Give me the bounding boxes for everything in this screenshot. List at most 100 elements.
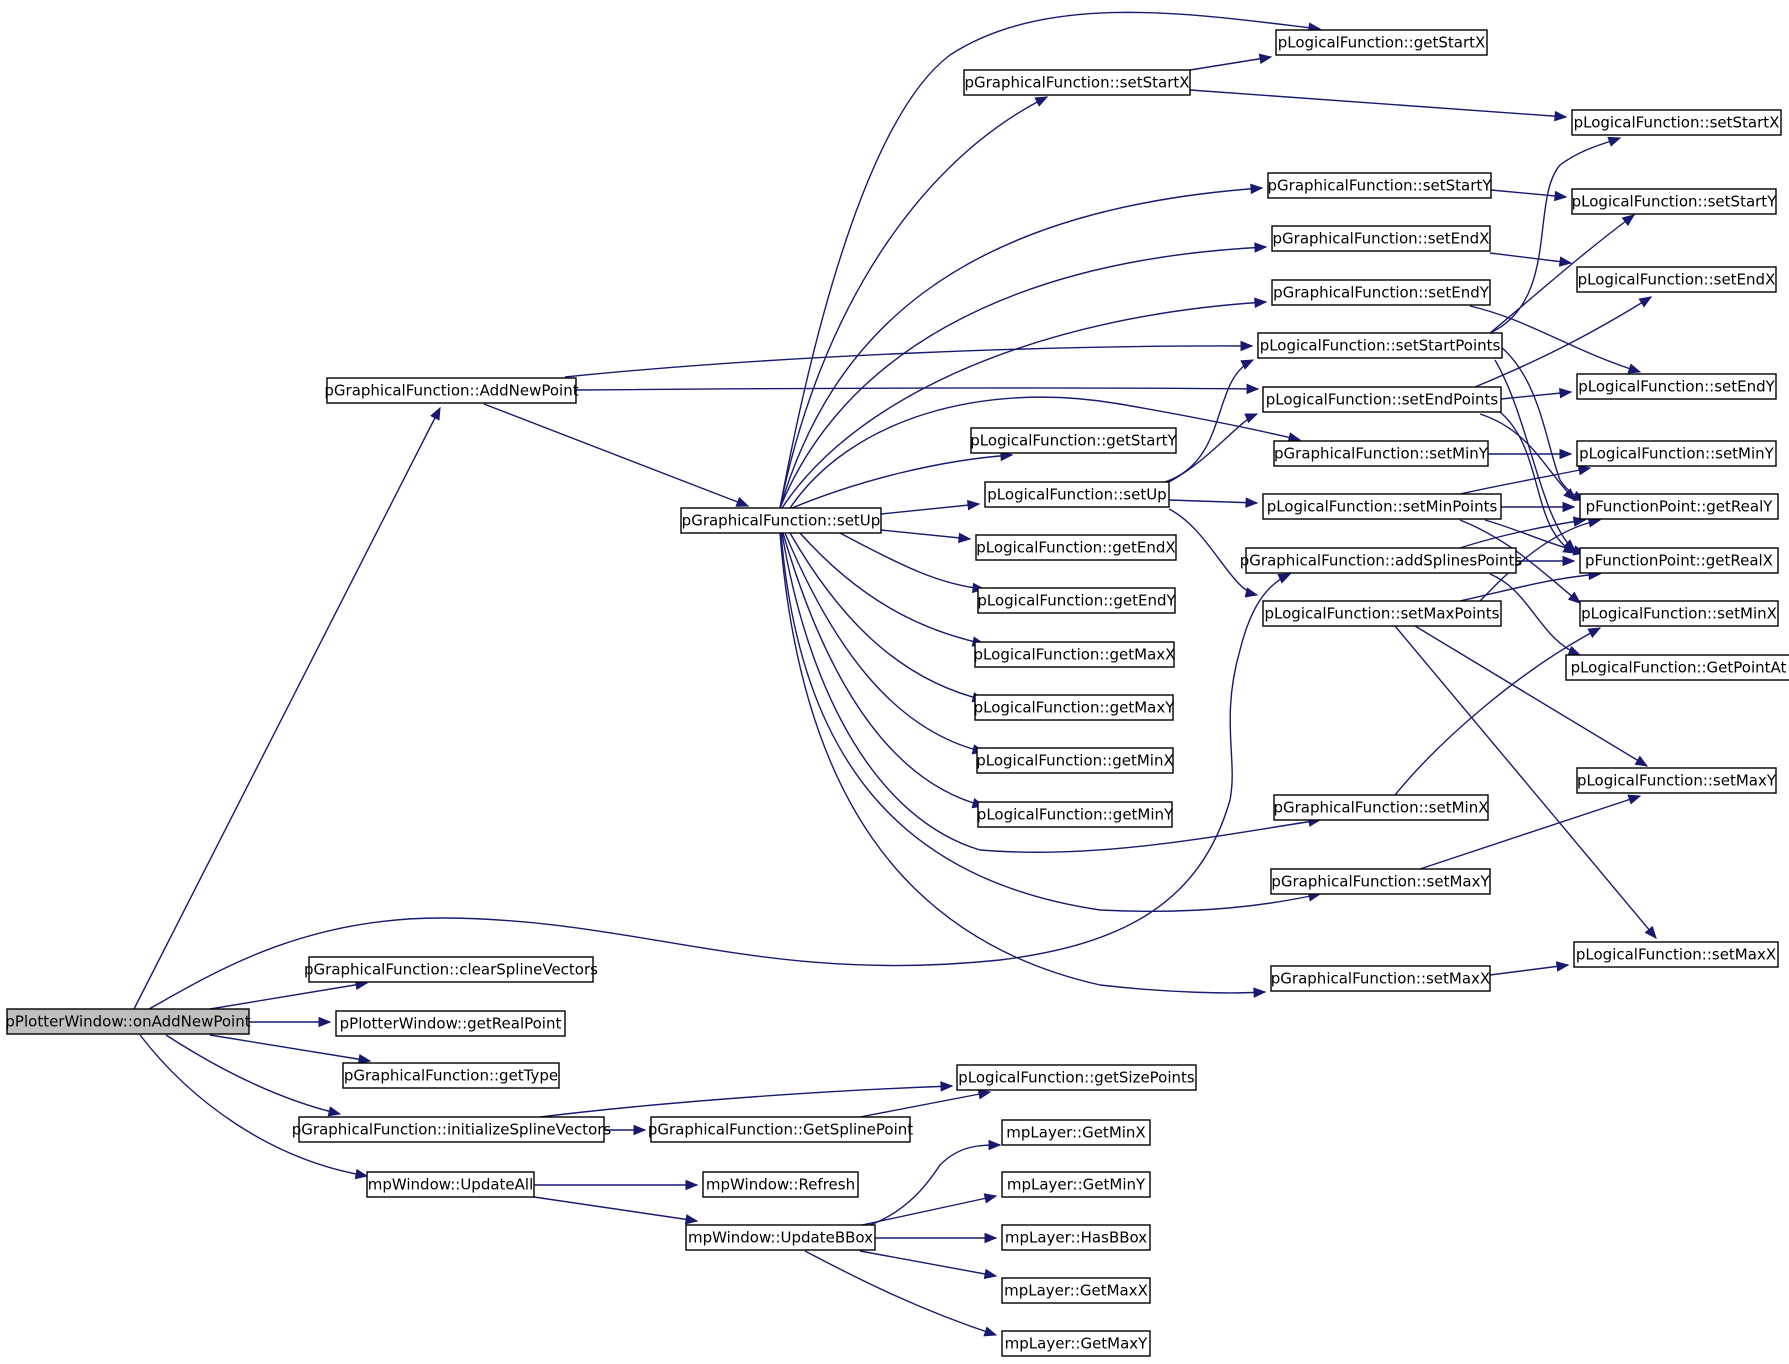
graph-node[interactable]: pLogicalFunction::setMaxPoints [1262,600,1502,627]
graph-node[interactable]: pLogicalFunction::setMaxX [1573,941,1779,968]
graph-node[interactable]: pGraphicalFunction::setUp [680,507,882,534]
graph-node[interactable]: pLogicalFunction::setStartX [1571,109,1782,136]
node-box [335,1010,566,1037]
graph-node[interactable]: pGraphicalFunction::setMinX [1273,794,1489,821]
edge-n2-to-n32 [782,532,986,809]
graph-edges [133,11,1657,1337]
graph-node[interactable]: pGraphicalFunction::setEndY [1271,279,1491,306]
graph-node[interactable]: pPlotterWindow::getRealPoint [335,1010,566,1037]
graph-node[interactable]: mpLayer::HasBBox [1001,1224,1151,1251]
graph-node[interactable]: pLogicalFunction::getMaxX [974,641,1176,668]
graph-node[interactable]: pLogicalFunction::setMaxY [1576,767,1777,794]
edge-n2-to-n17 [880,499,981,515]
edge-n23-to-n21 [1459,569,1602,602]
graph-node[interactable]: pPlotterWindow::onAddNewPoint [5,1008,251,1035]
node-label: pPlotterWindow::getRealPoint [340,1015,562,1033]
graph-nodes: pPlotterWindow::onAddNewPointpGraphicalF… [5,29,1789,1357]
node-label: mpLayer::GetMaxY [1005,1335,1149,1353]
node-label: pGraphicalFunction::setMinX [1273,799,1488,817]
edge-n12-to-n13 [1500,387,1573,400]
graph-node[interactable]: pGraphicalFunction::setStartX [963,69,1191,96]
node-box [977,801,1173,828]
graph-node[interactable]: mpLayer::GetMaxY [1001,1330,1151,1357]
graph-node[interactable]: pGraphicalFunction::getType [342,1062,560,1089]
node-label: pLogicalFunction::setMaxY [1577,772,1777,790]
node-box [1571,188,1777,215]
graph-node[interactable]: pLogicalFunction::setMinPoints [1262,493,1502,520]
node-label: pGraphicalFunction::getType [344,1067,558,1085]
graph-node[interactable]: pLogicalFunction::setStartPoints [1257,332,1503,359]
node-label: pLogicalFunction::setMinPoints [1267,498,1498,516]
graph-node[interactable]: pLogicalFunction::setEndX [1576,266,1777,293]
graph-node[interactable]: pGraphicalFunction::AddNewPoint [324,377,579,404]
graph-node[interactable]: mpLayer::GetMaxX [1001,1277,1151,1304]
graph-node[interactable]: mpWindow::UpdateBBox [685,1224,876,1251]
edge-n0-to-n36 [209,979,369,1010]
graph-node[interactable]: pGraphicalFunction::setMaxY [1270,868,1491,895]
graph-node[interactable]: pLogicalFunction::setEndPoints [1262,386,1502,413]
graph-node[interactable]: pLogicalFunction::GetPointAt [1565,654,1789,681]
graph-node[interactable]: pGraphicalFunction::GetSplinePoint [648,1116,913,1143]
node-box [1271,225,1491,252]
edge-n23-to-n19 [1479,517,1602,602]
graph-node[interactable]: mpLayer::GetMinX [1001,1119,1151,1146]
graph-node[interactable]: pGraphicalFunction::setMaxX [1270,965,1491,992]
edge-n17-to-n12 [1168,413,1259,483]
graph-node[interactable]: pFunctionPoint::getRealX [1579,547,1779,574]
graph-node[interactable]: mpLayer::GetMinY [1001,1171,1151,1198]
node-label: mpWindow::UpdateAll [368,1176,533,1194]
node-label: pGraphicalFunction::setEndY [1273,284,1490,302]
edge-n2-to-n28 [789,532,986,703]
node-box [976,747,1174,774]
graph-node[interactable]: pLogicalFunction::getMinX [976,747,1174,774]
graph-node[interactable]: pGraphicalFunction::clearSplineVectors [304,956,598,983]
graph-node[interactable]: pLogicalFunction::getStartY [970,427,1178,454]
graph-node[interactable]: pLogicalFunction::setStartY [1571,188,1778,215]
node-box [1270,965,1491,992]
node-box [650,1116,911,1143]
node-box [1571,109,1782,136]
edge-n40-to-n39 [539,1081,954,1118]
node-box [326,377,577,404]
graph-node[interactable]: pLogicalFunction::getEndY [977,587,1176,614]
edge-n0-to-n20 [148,573,1292,1010]
edge-n2-to-n25 [839,532,986,594]
edge-n46-to-n49 [804,1250,998,1337]
node-label: pLogicalFunction::setEndX [1578,271,1776,289]
graph-node[interactable]: pGraphicalFunction::setEndX [1271,225,1491,252]
graph-node[interactable]: mpWindow::UpdateAll [366,1171,535,1198]
edge-n18-to-n19 [1501,501,1576,513]
graph-node[interactable]: pLogicalFunction::getMaxY [974,694,1176,721]
node-label: pLogicalFunction::getMaxY [974,699,1176,717]
graph-node[interactable]: pGraphicalFunction::setStartY [1267,172,1493,199]
node-box [1579,547,1779,574]
node-box [963,69,1191,96]
graph-node[interactable]: pLogicalFunction::getSizePoints [956,1064,1197,1091]
node-label: mpWindow::Refresh [706,1176,855,1194]
edge-n2-to-n3 [779,96,1049,509]
edge-n43-to-n46 [533,1196,699,1225]
graph-node[interactable]: pLogicalFunction::setUp [984,481,1170,508]
graph-node[interactable]: pLogicalFunction::getEndX [975,534,1177,561]
node-label: pFunctionPoint::getRealY [1586,498,1774,516]
edge-n12-to-n21 [1499,411,1577,554]
node-label: pGraphicalFunction::clearSplineVectors [304,961,598,979]
graph-node[interactable]: mpWindow::Refresh [702,1171,859,1198]
graph-node[interactable]: pLogicalFunction::setMinY [1576,440,1777,467]
graph-node[interactable]: pLogicalFunction::setEndY [1576,373,1777,400]
node-label: pGraphicalFunction::AddNewPoint [324,382,578,400]
graph-node[interactable]: pLogicalFunction::getMinY [977,801,1174,828]
node-label: mpWindow::UpdateBBox [688,1229,873,1247]
graph-node[interactable]: pLogicalFunction::setMinX [1579,600,1779,627]
node-label: pLogicalFunction::getMinY [977,806,1174,824]
edge-n23-to-n30 [1414,625,1649,767]
edge-n3-to-n4 [1189,53,1273,71]
node-label: pLogicalFunction::getEndY [977,592,1176,610]
graph-node[interactable]: pGraphicalFunction::addSplinesPoints [1240,547,1523,574]
graph-node[interactable]: pGraphicalFunction::initializeSplineVect… [292,1116,612,1143]
node-box [6,1008,250,1035]
graph-node[interactable]: pLogicalFunction::getStartX [1275,29,1488,56]
graph-node[interactable]: pFunctionPoint::getRealY [1579,493,1779,520]
graph-node[interactable]: pGraphicalFunction::setMinY [1273,440,1489,467]
node-label: mpLayer::GetMinY [1007,1176,1146,1194]
